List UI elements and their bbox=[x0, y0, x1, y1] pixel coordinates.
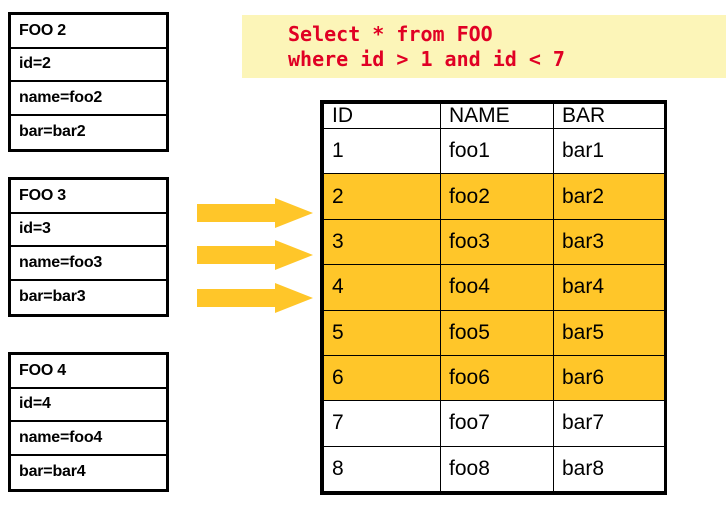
entity-title: FOO 4 bbox=[11, 355, 166, 389]
cell-id: 5 bbox=[323, 309, 441, 356]
table-row: 2 foo2 bar2 bbox=[323, 173, 665, 220]
entity-title: FOO 3 bbox=[11, 180, 166, 214]
entity-box-foo-2: FOO 2 id=2 name=foo2 bar=bar2 bbox=[8, 12, 169, 152]
cell-bar: bar5 bbox=[553, 309, 665, 356]
entity-field-id: id=2 bbox=[11, 49, 166, 82]
cell-name: foo8 bbox=[440, 445, 554, 493]
entity-box-foo-4: FOO 4 id=4 name=foo4 bar=bar4 bbox=[8, 352, 169, 492]
right-arrow-icon bbox=[197, 283, 313, 313]
cell-bar: bar1 bbox=[553, 127, 665, 175]
entity-field-name: name=foo2 bbox=[11, 82, 166, 116]
right-arrow-icon bbox=[197, 240, 313, 270]
entity-field-bar: bar=bar4 bbox=[19, 463, 86, 481]
sql-line-1: Select * from FOO bbox=[288, 22, 493, 46]
table-row: 7 foo7 bar7 bbox=[323, 400, 665, 447]
table-row: 8 foo8 bar8 bbox=[323, 445, 665, 493]
entity-field-id: id=3 bbox=[11, 214, 166, 247]
cell-name: foo3 bbox=[440, 218, 554, 266]
column-header-id: ID bbox=[323, 103, 441, 129]
cell-bar: bar7 bbox=[553, 400, 665, 447]
cell-id: 2 bbox=[323, 173, 441, 220]
cell-id: 1 bbox=[323, 127, 441, 175]
cell-name: foo1 bbox=[440, 127, 554, 175]
table-row: 3 foo3 bar3 bbox=[323, 218, 665, 266]
table-row: 4 foo4 bar4 bbox=[323, 264, 665, 311]
cell-name: foo4 bbox=[440, 264, 554, 311]
entity-field-name: name=foo3 bbox=[11, 247, 166, 281]
cell-id: 7 bbox=[323, 400, 441, 447]
cell-name: foo6 bbox=[440, 354, 554, 402]
cell-bar: bar2 bbox=[553, 173, 665, 220]
table-row: 6 foo6 bar6 bbox=[323, 354, 665, 402]
sql-query-box: Select * from FOO where id > 1 and id < … bbox=[242, 15, 726, 78]
cell-name: foo5 bbox=[440, 309, 554, 356]
cell-name: foo2 bbox=[440, 173, 554, 220]
cell-bar: bar6 bbox=[553, 354, 665, 402]
cell-id: 4 bbox=[323, 264, 441, 311]
entity-field-id: id=4 bbox=[11, 389, 166, 422]
entity-box-foo-3: FOO 3 id=3 name=foo3 bar=bar3 bbox=[8, 177, 169, 317]
result-table: ID NAME BAR 1 foo1 bar1 2 foo2 bar2 3 fo… bbox=[320, 100, 667, 495]
table-row: 1 foo1 bar1 bbox=[323, 127, 665, 175]
cell-id: 8 bbox=[323, 445, 441, 493]
sql-line-2: where id > 1 and id < 7 bbox=[288, 47, 565, 71]
cell-name: foo7 bbox=[440, 400, 554, 447]
cell-bar: bar4 bbox=[553, 264, 665, 311]
cell-bar: bar8 bbox=[553, 445, 665, 493]
column-header-bar: BAR bbox=[553, 103, 665, 129]
table-row: 5 foo5 bar5 bbox=[323, 309, 665, 356]
entity-field-name: name=foo4 bbox=[11, 422, 166, 456]
entity-title: FOO 2 bbox=[11, 15, 166, 49]
entity-field-bar: bar=bar3 bbox=[19, 288, 86, 306]
table-header-row: ID NAME BAR bbox=[323, 103, 665, 129]
entity-field-bar: bar=bar2 bbox=[19, 123, 86, 141]
cell-id: 3 bbox=[323, 218, 441, 266]
column-header-name: NAME bbox=[440, 103, 554, 129]
right-arrow-icon bbox=[197, 198, 313, 228]
cell-id: 6 bbox=[323, 354, 441, 402]
cell-bar: bar3 bbox=[553, 218, 665, 266]
